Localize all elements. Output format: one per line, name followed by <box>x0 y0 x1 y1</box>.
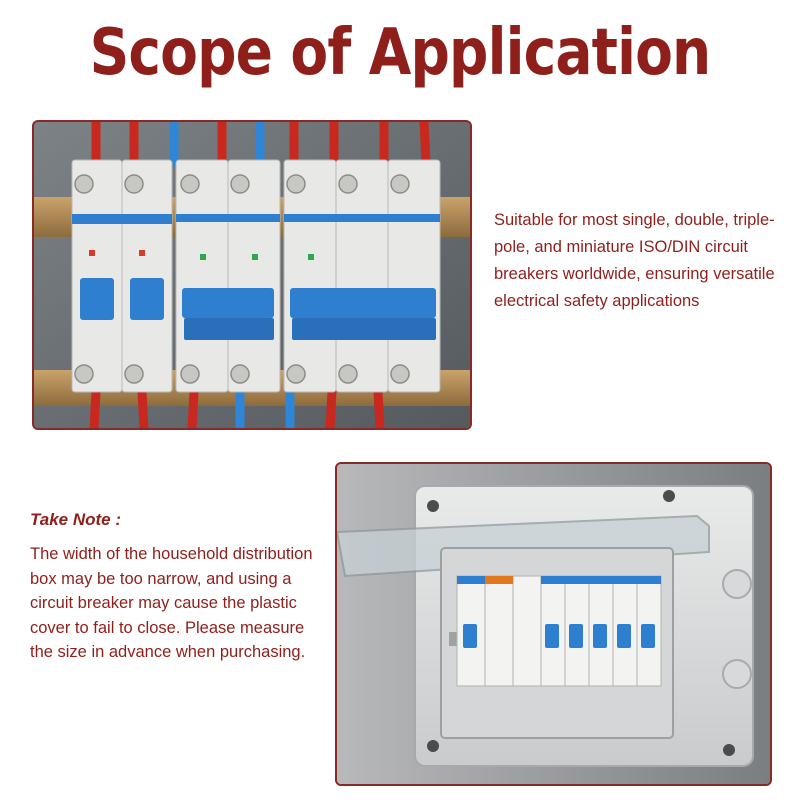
page-title: Scope of Application <box>89 16 712 90</box>
distribution-box-photo <box>335 462 772 786</box>
application-description: Suitable for most single, double, triple… <box>494 211 775 310</box>
note-body-text: The width of the household distribution … <box>30 545 313 661</box>
note-heading: Take Note : <box>30 510 122 529</box>
circuit-breakers-photo <box>32 120 472 430</box>
